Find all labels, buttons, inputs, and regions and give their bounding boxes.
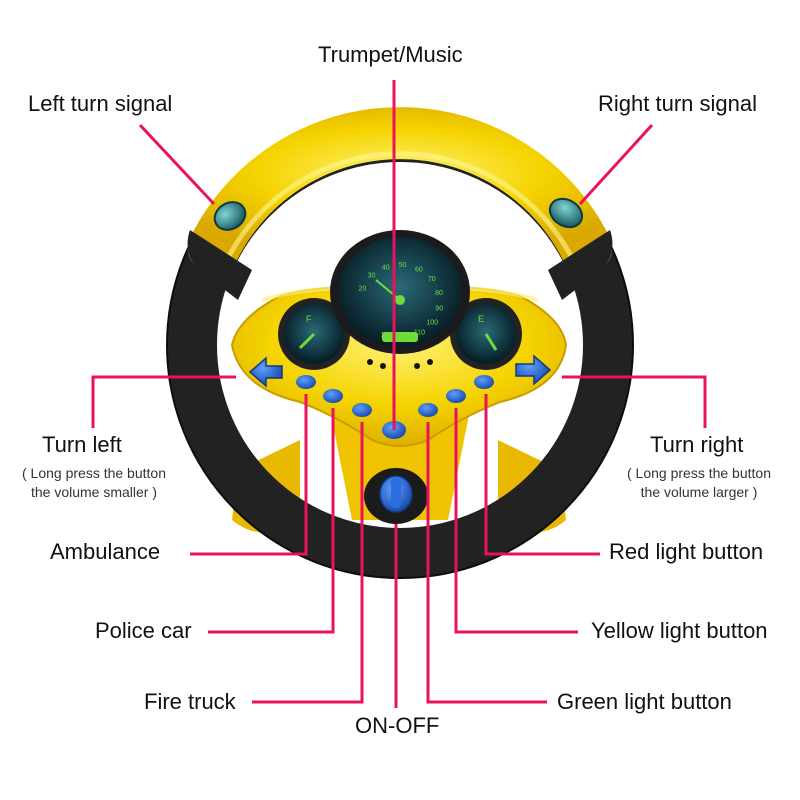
arrow-right-icon — [515, 354, 552, 386]
label-red-light-button: Red light button — [609, 539, 764, 564]
speedometer-tick-label: 80 — [435, 290, 443, 297]
label-turn-left-note-1: ( Long press the button — [22, 465, 166, 481]
speedometer-tick-label: 40 — [382, 264, 390, 271]
label-fire-truck: Fire truck — [144, 689, 236, 714]
turn-left-button[interactable] — [248, 356, 283, 388]
speedometer-tick-label: 50 — [399, 262, 407, 269]
label-yellow-light-button: Yellow light button — [591, 618, 768, 643]
label-turn-right-note-1: ( Long press the button — [627, 465, 771, 481]
leader-yellow-light — [454, 408, 578, 634]
label-left-turn-signal: Left turn signal — [28, 91, 173, 116]
leader-turn-left — [91, 375, 236, 428]
right-turn-signal-light[interactable] — [545, 193, 587, 233]
speedometer-tick-label: 100 — [426, 319, 438, 326]
leader-green-light — [426, 422, 547, 704]
label-ambulance: Ambulance — [50, 539, 161, 564]
label-turn-left: Turn left — [42, 432, 122, 457]
label-turn-right: Turn right — [650, 432, 744, 457]
label-right-turn-signal: Right turn signal — [598, 91, 757, 116]
speedometer-tick-label: 70 — [428, 276, 436, 283]
leader-fire-truck — [252, 422, 364, 704]
on-off-switch[interactable] — [364, 468, 428, 524]
red-light-button[interactable] — [474, 375, 494, 389]
arrow-left-icon — [248, 356, 283, 388]
leader-turn-right — [562, 375, 707, 428]
speedometer-tick-label: 110 — [414, 330, 425, 337]
wheel-rim — [166, 107, 634, 579]
yellow-light-button[interactable] — [446, 389, 466, 403]
speedometer-tick-label: 20 — [359, 286, 367, 293]
turn-right-button[interactable] — [515, 354, 552, 386]
speedometer-tick-label: 90 — [435, 305, 443, 312]
speedometer-tick-label: 30 — [368, 273, 376, 280]
leader-ambulance — [190, 394, 308, 556]
ambulance-button[interactable] — [296, 375, 316, 389]
fire-truck-button[interactable] — [352, 403, 372, 417]
label-trumpet-music: Trumpet/Music — [318, 42, 463, 67]
label-green-light-button: Green light button — [557, 689, 732, 714]
label-turn-right-note-2: the volume larger ) — [640, 484, 758, 500]
label-turn-left-note-2: the volume smaller ) — [30, 484, 158, 500]
right-gauge: E — [450, 298, 522, 370]
police-car-button[interactable] — [323, 389, 343, 403]
leader-red-light — [484, 394, 600, 556]
leader-lines — [91, 80, 707, 708]
speedometer: 2030405060708090100110120130 — [330, 230, 470, 369]
left-gauge: F — [278, 298, 350, 370]
leader-police-car — [208, 408, 335, 634]
svg-text:E: E — [478, 314, 484, 324]
left-turn-signal-light[interactable] — [210, 197, 251, 236]
speedometer-tick-label: 60 — [415, 266, 423, 273]
leader-right-turn-signal — [578, 123, 654, 206]
svg-text:F: F — [306, 314, 312, 324]
label-on-off: ON-OFF — [355, 713, 440, 738]
label-police-car: Police car — [95, 618, 192, 643]
knob-icon — [379, 475, 413, 513]
green-light-button[interactable] — [418, 403, 438, 417]
leader-left-turn-signal — [138, 123, 216, 206]
